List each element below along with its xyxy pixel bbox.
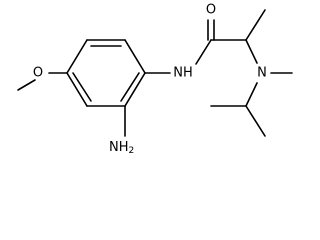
amino-subscript: 2 bbox=[129, 146, 135, 156]
alpha-carbon-to-amine-nitrogen-bond bbox=[245, 39, 258, 64]
ring-double-bond-right bbox=[120, 72, 140, 102]
ring-double-bond-left bbox=[72, 72, 92, 102]
amide-group: NH O bbox=[144, 3, 216, 81]
ring-bond-top-right bbox=[124, 39, 146, 74]
ring-bond-bottom-right bbox=[124, 72, 146, 107]
amino-group: NH2 bbox=[109, 105, 134, 157]
alpha-carbon-methyl-bond bbox=[245, 9, 266, 41]
amine-nitrogen-to-isopropyl-bond bbox=[245, 82, 258, 107]
amide-nitrogen-to-carbonyl-bond bbox=[195, 39, 212, 65]
methoxy-oxygen-label: O bbox=[33, 66, 43, 81]
ring-bond-bottom-left bbox=[66, 72, 88, 107]
amine-nitrogen-label: N bbox=[257, 66, 267, 81]
ring-bond-top-left bbox=[66, 39, 88, 74]
amide-nitrogen-label: NH bbox=[173, 66, 193, 81]
methoxy-oxygen-to-methyl-bond bbox=[17, 79, 36, 91]
side-chain: N bbox=[210, 9, 293, 137]
molecule-structure: O NH2 NH O N bbox=[17, 3, 293, 157]
amino-label: NH2 bbox=[109, 140, 134, 157]
isopropyl-methyl-bond-down bbox=[245, 105, 266, 137]
methoxy-group: O bbox=[17, 66, 68, 91]
amino-nh-text: NH bbox=[109, 140, 129, 155]
carbonyl-oxygen-label: O bbox=[206, 3, 216, 18]
benzene-ring bbox=[66, 39, 146, 107]
